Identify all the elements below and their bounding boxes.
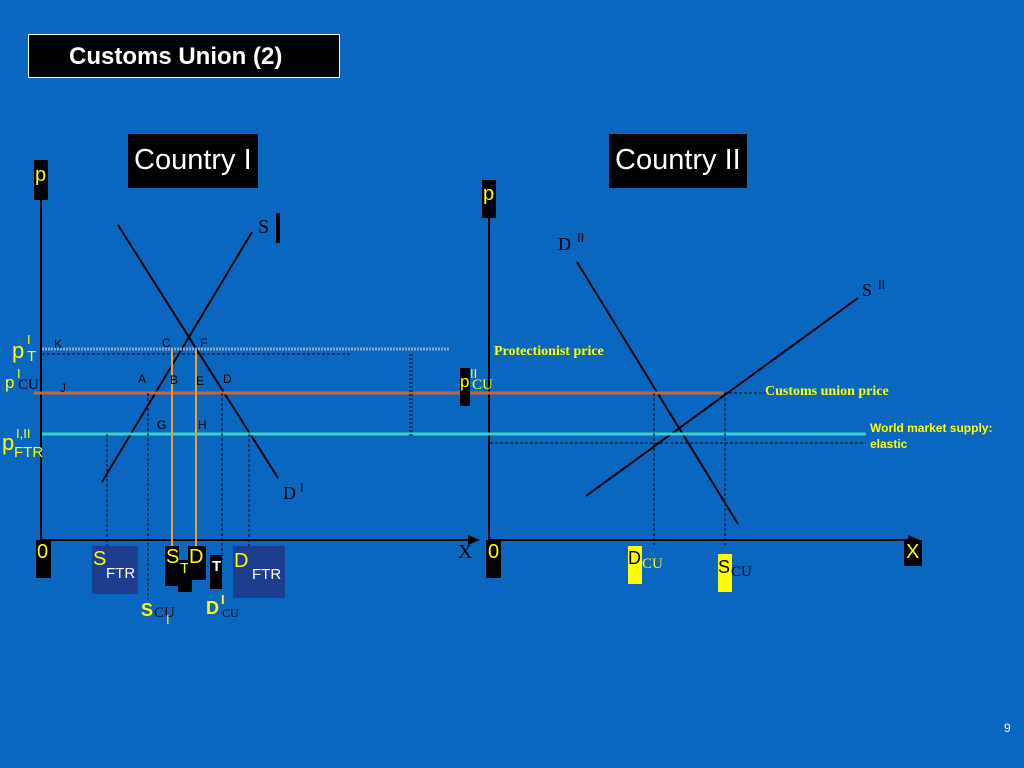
country2-dcu-main: D xyxy=(628,548,641,568)
dt-sub: T xyxy=(212,558,222,575)
country2-axis-p: p xyxy=(483,183,495,205)
country2-dcu-box xyxy=(628,546,642,584)
country2-scu-main: S xyxy=(718,557,731,577)
dt-box xyxy=(188,546,206,580)
st-sub: T xyxy=(180,560,190,577)
point-a: A xyxy=(138,372,147,386)
country2-demand-sup: II xyxy=(577,230,585,245)
country2-title: Country II xyxy=(609,134,747,188)
country2-demand-label: D xyxy=(558,234,571,254)
world-supply-label-2: elastic xyxy=(870,437,908,451)
page-number: 9 xyxy=(1004,721,1011,735)
country2-dcu-sub: CU xyxy=(642,556,663,572)
country1-supply-label: S xyxy=(258,216,270,238)
country1-axis-x: X xyxy=(458,541,473,563)
protectionist-price-label: Protectionist price xyxy=(494,344,604,359)
country2-scu-sub: CU xyxy=(731,564,752,580)
point-b: B xyxy=(170,373,179,387)
country1-x-arrow xyxy=(468,535,480,545)
country1-demand-sup: I xyxy=(300,480,304,495)
price-pt-sub: T xyxy=(27,348,37,365)
country2-x-box xyxy=(904,540,922,566)
country1-axis-p: p xyxy=(35,164,47,186)
dftr-sub: FTR xyxy=(252,566,282,583)
sftr-box xyxy=(92,546,138,594)
price-pftr-main: p xyxy=(2,430,15,455)
point-g: G xyxy=(157,418,167,432)
sftr-sub: FTR xyxy=(106,565,136,582)
country2-axis-x: X xyxy=(906,541,920,563)
point-c: C xyxy=(162,336,171,350)
country2-price-box xyxy=(460,368,470,406)
country2-supply-curve xyxy=(585,297,859,497)
point-j: J xyxy=(60,381,66,395)
country1-origin-box xyxy=(36,540,51,578)
country2-supply-label: S xyxy=(862,280,873,300)
point-h: H xyxy=(198,418,207,432)
country1-origin: 0 xyxy=(37,541,49,563)
scu-sub: CU xyxy=(154,605,175,621)
dt-main: D xyxy=(189,546,204,568)
dcu-main: D xyxy=(206,598,219,618)
country1-title: Country I xyxy=(128,134,258,188)
price-pt-main: p xyxy=(12,338,25,363)
price-pftr-sub: FTR xyxy=(14,444,44,461)
country2-price-main: p xyxy=(460,372,470,391)
country1-p-box xyxy=(34,160,48,200)
country2-supply-sup: II xyxy=(878,277,886,292)
country2-price-sub: CU xyxy=(472,377,493,393)
sftr-main: S xyxy=(93,548,107,570)
country2-price-sup: II xyxy=(470,366,478,381)
country1-supply-curve xyxy=(101,231,253,483)
price-pt-sup: I xyxy=(27,332,31,347)
price-pcu-sub: CU xyxy=(18,377,39,393)
scu-sup: I xyxy=(166,612,170,627)
price-pftr-sup: I,II xyxy=(16,426,31,441)
price-pcu-main: p xyxy=(5,373,15,392)
dftr-box xyxy=(233,546,285,598)
dcu-sup: I xyxy=(221,592,225,607)
dcu-sub: CU xyxy=(222,606,239,620)
price-pcu-sup: I xyxy=(17,366,21,381)
point-k: K xyxy=(54,337,63,351)
scu-main: S xyxy=(141,600,154,620)
country2-origin-box xyxy=(486,540,501,578)
st-box xyxy=(165,546,179,586)
country2-scu-box xyxy=(718,554,732,592)
point-e: E xyxy=(196,374,205,388)
country1-supply-bar xyxy=(276,213,280,243)
st-main: S xyxy=(166,546,180,568)
dt-sub-box xyxy=(210,555,222,589)
point-d: D xyxy=(223,372,232,386)
country2-origin: 0 xyxy=(488,541,500,563)
country2-p-box xyxy=(482,180,496,218)
dftr-main: D xyxy=(234,550,249,572)
country1-demand-label: D xyxy=(283,483,296,503)
country1-demand-curve xyxy=(117,224,279,479)
world-supply-label-1: World market supply: xyxy=(870,421,993,435)
point-f: F xyxy=(200,336,208,350)
slide-title: Customs Union (2) xyxy=(28,34,340,78)
customs-union-price-label: Customs union price xyxy=(765,384,889,399)
